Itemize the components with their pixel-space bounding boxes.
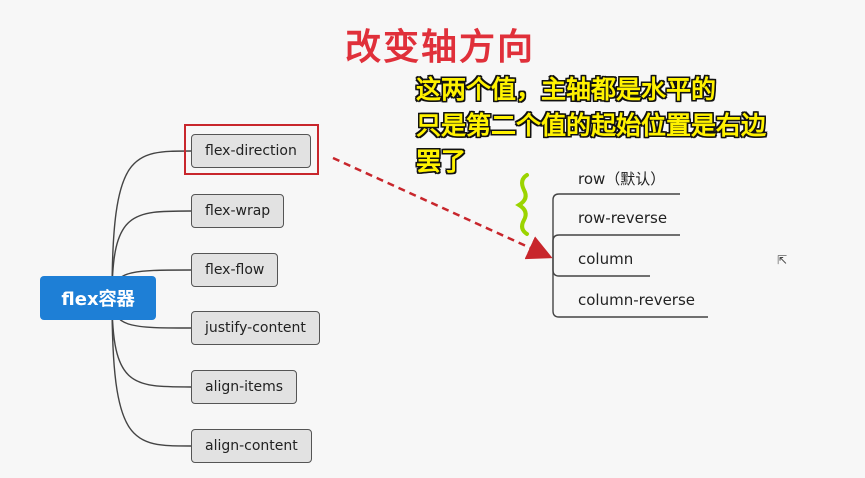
annotation-note: 这两个值，主轴都是水平的 只是第二个值的起始位置是右边 罢了 (416, 72, 766, 180)
dashed-arrow (332, 156, 553, 260)
value-row-reverse[interactable]: row-reverse (578, 209, 668, 227)
node-flex-wrap[interactable]: flex-wrap (191, 194, 285, 228)
node-align-items[interactable]: align-items (191, 370, 298, 404)
page-title: 改变轴方向 (345, 27, 536, 68)
value-column[interactable]: column (578, 250, 634, 268)
value-column-reverse[interactable]: column-reverse (578, 291, 696, 309)
root-node-flex-container[interactable]: flex容器 (40, 276, 156, 320)
green-brace (515, 173, 529, 236)
branch-line (111, 150, 192, 299)
mouse-cursor-icon: ⇱ (777, 253, 788, 267)
highlight-box (184, 124, 319, 175)
value-branch-line (552, 234, 680, 256)
value-branch-line (552, 193, 680, 256)
value-branch-line (552, 256, 708, 318)
branch-line (111, 210, 192, 299)
node-flex-flow[interactable]: flex-flow (191, 253, 279, 287)
branch-line (111, 297, 192, 447)
node-align-content[interactable]: align-content (191, 429, 312, 463)
value-row[interactable]: row（默认） (578, 170, 666, 188)
note-line: 只是第二个值的起始位置是右边 (416, 111, 767, 140)
node-flex-direction[interactable]: flex-direction (191, 134, 311, 168)
note-line: 这两个值，主轴都是水平的 (416, 75, 717, 104)
node-justify-content[interactable]: justify-content (191, 311, 320, 345)
note-line: 罢了 (416, 147, 467, 176)
